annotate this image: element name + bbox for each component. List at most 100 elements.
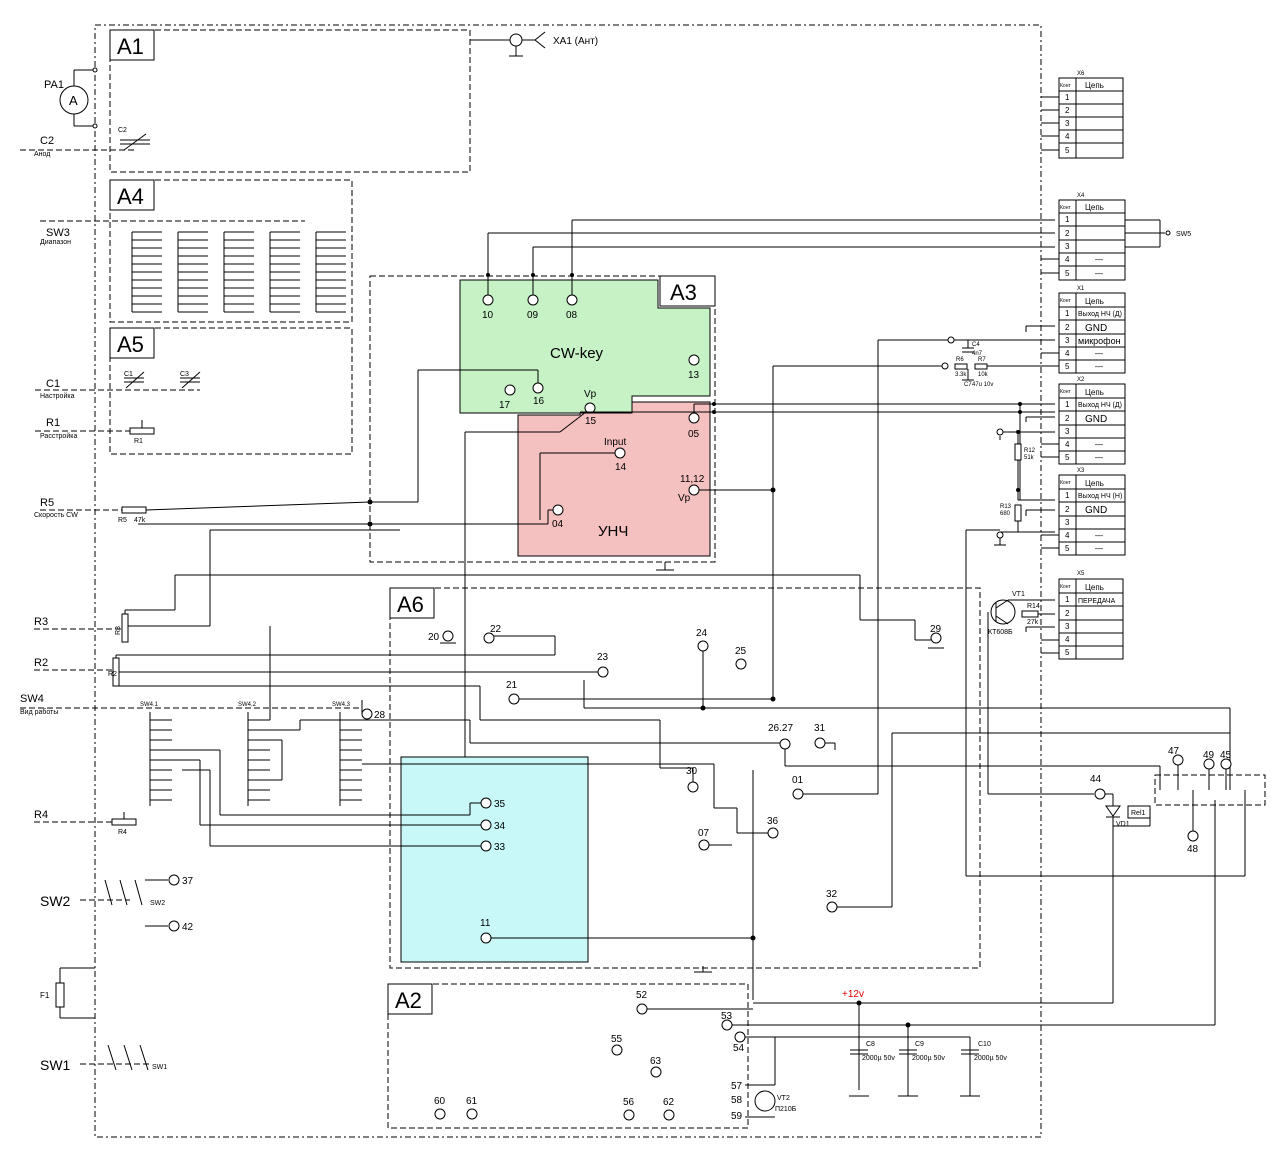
- connector-x3-val-2: GND: [1085, 505, 1107, 516]
- c4-value: 4n7: [972, 351, 983, 357]
- a3-pin-05: [688, 412, 700, 424]
- relay-pin-44: [1094, 788, 1106, 800]
- vt2-type: П210Б: [775, 1106, 797, 1113]
- connector-x4-head-b: Цепь: [1085, 203, 1104, 212]
- a6-pin-01-label: 01: [792, 775, 804, 786]
- r5-label: R5: [40, 497, 54, 509]
- connector-x6-row-4: 4: [1065, 132, 1070, 141]
- a6-pin-26-27: [779, 738, 791, 750]
- a6-pin-26-27-label: 26.27: [768, 723, 793, 734]
- pa1-ammeter: PA1 A C2 Анод: [34, 67, 98, 158]
- block-a6: A6 20 22 24 25 29 23 21 26.27 31 30 01 3…: [361, 587, 981, 973]
- r1-inner-label: R1: [134, 438, 143, 445]
- a6-pin-21-label: 21: [506, 680, 518, 691]
- a3-pin-16-label: 16: [533, 396, 545, 407]
- r1-sub-label: Расстройка: [40, 432, 77, 440]
- c7-value: 47u 10v: [972, 382, 993, 388]
- r14-value: 27k: [1027, 619, 1039, 626]
- r5-potentiometer: R5 Скорость CW R5 47k: [34, 497, 371, 524]
- block-a5-label: A5: [117, 332, 144, 357]
- a2-pin-55-label: 55: [611, 1034, 623, 1045]
- connector-x2-name: X2: [1077, 377, 1085, 383]
- a2-pin-62: [663, 1109, 675, 1121]
- c4-label: C4: [972, 342, 980, 348]
- a3-pin-11-12-label: 11,12: [680, 474, 705, 485]
- connector-x2-head-a: Конт: [1060, 389, 1071, 395]
- c10-label: C10: [978, 1041, 991, 1048]
- connector-x1-row-5: 5: [1065, 362, 1070, 371]
- a6-pin-25: [735, 658, 747, 670]
- vt1-transistor-icon: [990, 599, 1016, 625]
- a3-pin-11-12: [688, 484, 700, 496]
- connector-x4-row-4: 4: [1065, 255, 1070, 264]
- r14-label: R14: [1027, 603, 1040, 610]
- a3-pin-09: [527, 294, 539, 306]
- a3-pin-04-label: 04: [552, 519, 564, 530]
- block-a1: A1 C2 XA1 (Ант): [20, 29, 598, 173]
- connector-x5: X5 Конт Цепь 1 ПЕРЕДАЧА 2 3 4 5: [1058, 571, 1124, 660]
- r2-label: R2: [34, 657, 48, 669]
- a2-pin-55: [611, 1044, 623, 1056]
- connector-x6-row-1: 1: [1065, 93, 1070, 102]
- r5-inner-label: R5: [118, 517, 127, 524]
- a6-pin-11-label: 11: [480, 918, 491, 929]
- c8-capacitor: C8 2000µ 50v: [850, 1041, 895, 1062]
- connector-x4-name: X4: [1077, 193, 1085, 199]
- a6-pin-28-label: 28: [374, 710, 386, 721]
- block-a4-label: A4: [117, 184, 144, 209]
- connector-x3-row-1: 1: [1065, 491, 1070, 500]
- connector-x4-row-3: 3: [1065, 242, 1070, 251]
- r3-potentiometer: R3 R3: [34, 609, 160, 643]
- a6-pin-34: [480, 819, 492, 831]
- cw-key-module: [459, 279, 711, 416]
- relay-pin-47-label: 47: [1168, 746, 1180, 757]
- connector-x2-row-5: 5: [1065, 453, 1070, 462]
- connector-x4-val-4: —: [1095, 255, 1103, 264]
- sw2-pin-37: [168, 874, 180, 886]
- power-rail: +12v C8 2000µ 50v C9 2000µ 50v: [647, 989, 1215, 1097]
- block-a3-label: A3: [670, 280, 697, 305]
- r4-potentiometer: R4 R4: [34, 809, 137, 836]
- a6-pin-01: [792, 788, 804, 800]
- a6-pin-30-label: 30: [686, 766, 698, 777]
- a3-pin-13: [688, 354, 700, 366]
- r2-potentiometer: R2 R2: [34, 654, 195, 687]
- connector-x6-row-2: 2: [1065, 106, 1070, 115]
- connector-x2-row-2: 2: [1065, 414, 1070, 423]
- connector-x2-val-1: Выход НЧ (Д): [1078, 402, 1122, 409]
- sw2-label: SW2: [40, 893, 71, 909]
- connector-x1-row-1: 1: [1065, 309, 1070, 318]
- sw2-inner-label: SW2: [150, 900, 165, 907]
- block-a1-label: A1: [117, 34, 144, 59]
- a6-pin-35: [480, 797, 492, 809]
- connector-x2: X2 Конт Цепь 1 Выход НЧ (Д) 2 GND 3 4 — …: [1058, 377, 1126, 465]
- a2-pin-58-label: 58: [731, 1095, 743, 1106]
- c8-value: 2000µ 50v: [862, 1055, 895, 1062]
- block-a3: A3 CW-key УНЧ 10 09 08 13 17 16 Vp 15 05…: [369, 275, 716, 571]
- a3-pin-10-label: 10: [482, 310, 494, 321]
- a6-pin-33-label: 33: [494, 842, 506, 853]
- sw4-3-label: SW4.3: [332, 702, 351, 708]
- connector-x3-head-b: Цепь: [1085, 479, 1104, 488]
- connector-x3-row-2: 2: [1065, 505, 1070, 514]
- a2-pin-52-label: 52: [636, 990, 648, 1001]
- connector-x3-val-4: —: [1095, 531, 1103, 540]
- sw4-2-label: SW4.2: [238, 702, 257, 708]
- a6-pin-32: [826, 901, 838, 913]
- r3-inner-label: R3: [115, 626, 122, 635]
- a3-pin-05-label: 05: [688, 429, 700, 440]
- a6-pin-24-label: 24: [696, 628, 708, 639]
- connector-x2-val-4: —: [1095, 440, 1103, 449]
- connector-x1-val-1: Выход НЧ (Д): [1078, 311, 1122, 318]
- a6-pin-22-label: 22: [490, 624, 502, 635]
- unch-label: УНЧ: [598, 523, 628, 540]
- connector-x3-val-1: Выход НЧ (Н): [1078, 493, 1122, 500]
- c9-value: 2000µ 50v: [912, 1055, 945, 1062]
- r1-label: R1: [46, 417, 60, 429]
- connector-x5-row-1: 1: [1065, 595, 1070, 604]
- a6-pin-34-label: 34: [494, 821, 506, 832]
- right-side-circuit: SW5 C4 4n7 R6 3.3k R7 10k C7 47u 10v R12…: [941, 219, 1266, 1025]
- rel1-relay-icon: [1127, 805, 1151, 819]
- a6-pin-22: [483, 632, 495, 644]
- ammeter-symbol: A: [69, 93, 78, 108]
